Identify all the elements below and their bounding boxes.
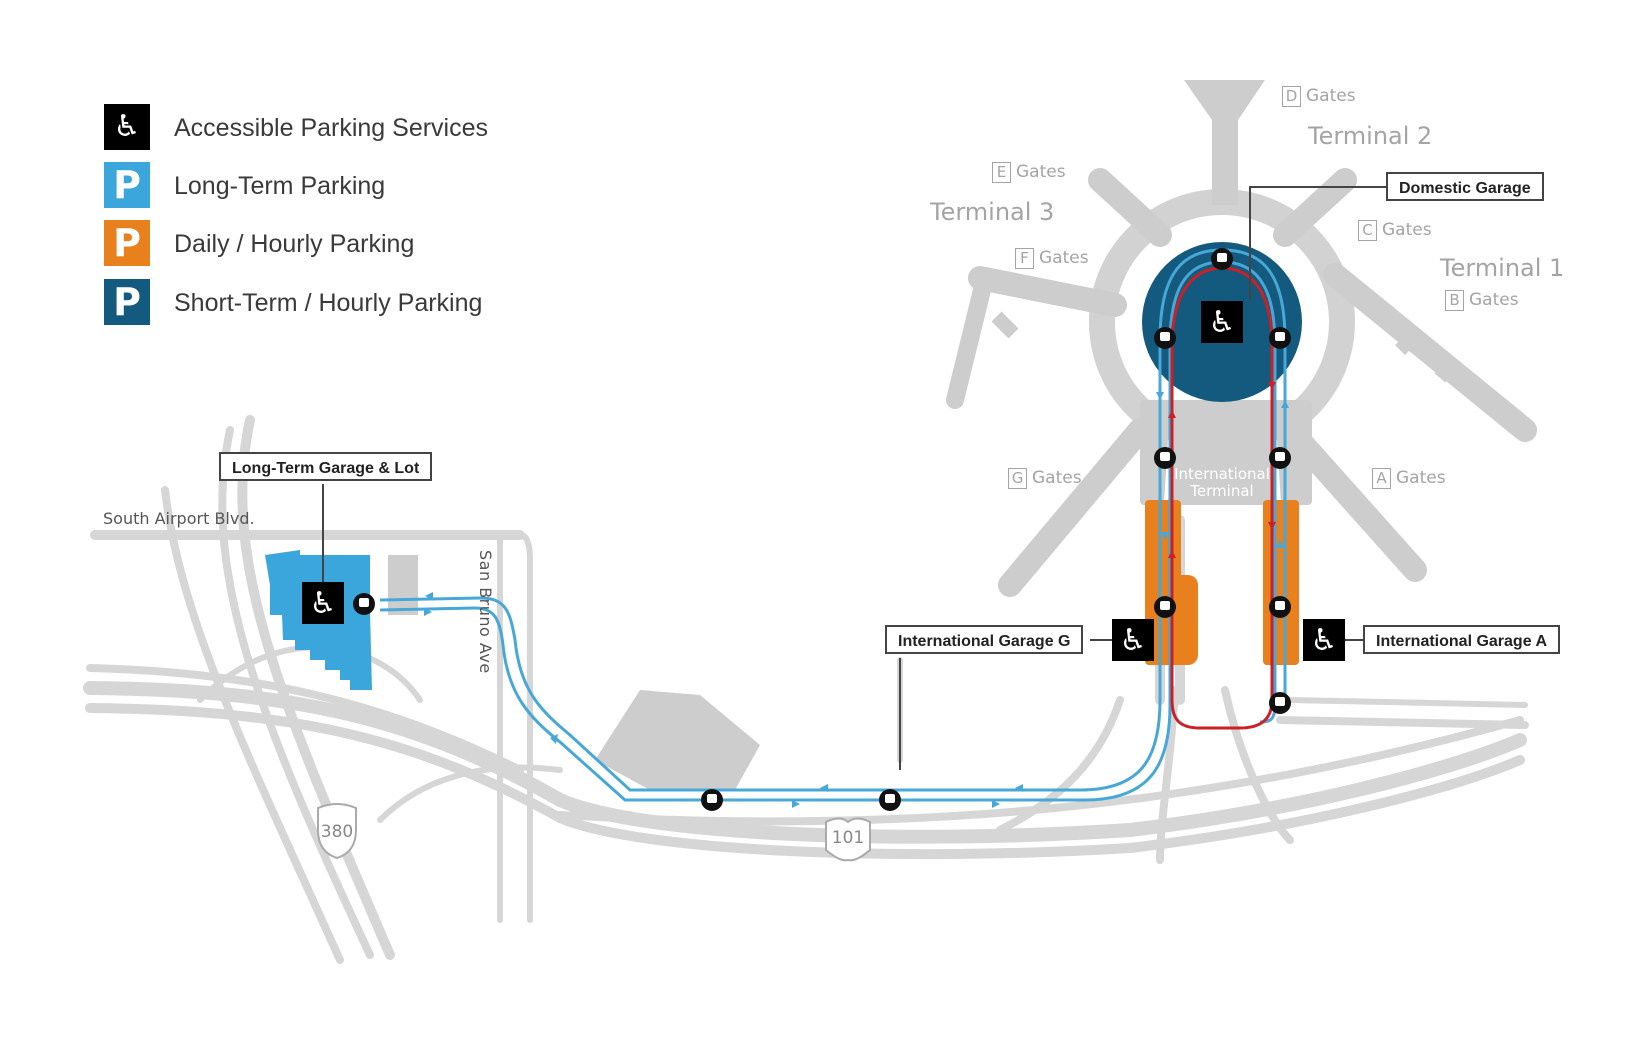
legend-label: Long-Term Parking xyxy=(174,172,386,200)
gate-text: Gates xyxy=(1016,162,1066,182)
station-garage-a xyxy=(1269,596,1291,618)
station-bart xyxy=(1269,692,1291,714)
san-bruno-ave-label: San Bruno Ave xyxy=(476,550,495,674)
svg-text:♿: ♿ xyxy=(1311,623,1338,658)
accessible-parking-markers: ♿ ♿ ♿ ♿ xyxy=(302,301,1345,661)
train-direction-arrows xyxy=(424,392,1289,808)
legend-short-term: P Short-Term / Hourly Parking xyxy=(104,279,564,325)
red-line-arrows xyxy=(1168,382,1276,558)
station-garage-west xyxy=(701,789,723,811)
terminal-buildings xyxy=(388,80,1537,790)
station-domestic-top xyxy=(1211,248,1233,270)
south-airport-blvd-label: South Airport Blvd. xyxy=(103,509,255,528)
gate-letter-d: D xyxy=(1282,86,1301,107)
gate-letter-b: B xyxy=(1445,290,1464,311)
terminal-3-label: Terminal 3 xyxy=(930,198,1055,226)
legend-long-term: P Long-Term Parking xyxy=(104,162,564,208)
accessible-long-term-marker: ♿ xyxy=(302,582,344,624)
accessible-domestic-marker: ♿ xyxy=(1201,301,1243,343)
station-intl-g xyxy=(1154,447,1176,469)
station-garage-g xyxy=(1154,596,1176,618)
interstate-380-shield xyxy=(317,803,357,860)
legend-accessible: ♿ Accessible Parking Services xyxy=(104,104,564,150)
gate-text: Gates xyxy=(1469,290,1519,310)
svg-text:♿: ♿ xyxy=(310,586,337,621)
gate-letter-c: C xyxy=(1358,220,1377,241)
legend-daily-hourly: P Daily / Hourly Parking xyxy=(104,220,564,266)
gate-text: Gates xyxy=(1306,86,1356,106)
station-terminal-3 xyxy=(1154,327,1176,349)
us-101-shield xyxy=(825,817,871,862)
terminal-2-label: Terminal 2 xyxy=(1308,122,1433,150)
intl-label-line-1: International xyxy=(1174,465,1270,483)
intl-label-line-2: Terminal xyxy=(1190,482,1254,500)
station-long-term xyxy=(353,593,375,615)
accessible-garage-g-marker: ♿ xyxy=(1112,619,1154,661)
gate-text: Gates xyxy=(1039,248,1089,268)
wheelchair-icon: ♿ xyxy=(104,104,150,150)
station-terminal-1 xyxy=(1269,327,1291,349)
airtrain-red-line xyxy=(1170,266,1274,730)
gate-letter-g: G xyxy=(1008,468,1027,489)
us101-label: 101 xyxy=(831,828,865,848)
intl-garage-g-callout[interactable]: International Garage G xyxy=(885,625,1084,654)
airtrain-blue-line xyxy=(379,248,1287,802)
legend-label: Accessible Parking Services xyxy=(174,114,489,142)
parking-daily-icon: P xyxy=(104,220,150,266)
domestic-garage-callout[interactable]: Domestic Garage xyxy=(1386,172,1544,201)
svg-text:♿: ♿ xyxy=(1120,623,1147,658)
legend-label: Daily / Hourly Parking xyxy=(174,230,415,258)
international-terminal-label: International Terminal xyxy=(1172,466,1272,500)
terminal-1-label: Terminal 1 xyxy=(1440,254,1565,282)
accessible-garage-a-marker: ♿ xyxy=(1303,619,1345,661)
station-intl-a xyxy=(1269,447,1291,469)
gate-letter-e: E xyxy=(992,162,1011,183)
svg-text:♿: ♿ xyxy=(1209,305,1236,340)
station-rental-car xyxy=(879,789,901,811)
parking-short-term-icon: P xyxy=(104,279,150,325)
intl-garage-a-callout[interactable]: International Garage A xyxy=(1363,625,1560,654)
callout-leaders xyxy=(322,186,1386,770)
parking-long-term-icon: P xyxy=(104,162,150,208)
gate-text: Gates xyxy=(1382,220,1432,240)
legend-label: Short-Term / Hourly Parking xyxy=(174,289,483,317)
airtrain-stations xyxy=(353,248,1291,811)
gate-letter-f: F xyxy=(1015,248,1034,269)
gate-letter-a: A xyxy=(1372,468,1391,489)
i380-label: 380 xyxy=(320,822,354,842)
gate-text: Gates xyxy=(1396,468,1446,488)
gate-text: Gates xyxy=(1032,468,1082,488)
long-term-garage-callout[interactable]: Long-Term Garage & Lot xyxy=(219,452,433,481)
